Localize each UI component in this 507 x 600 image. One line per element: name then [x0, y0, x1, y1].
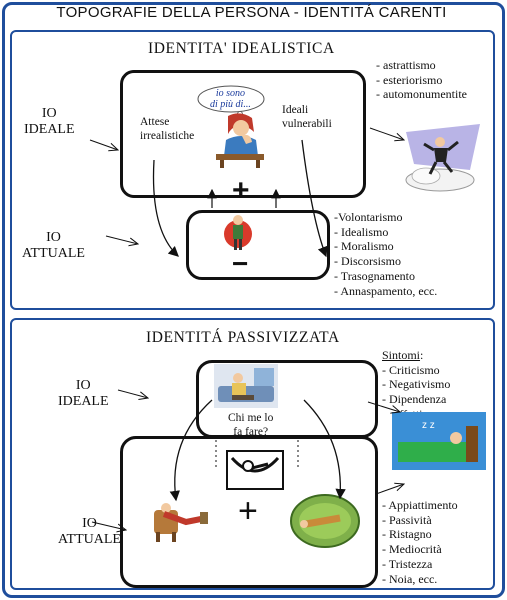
list-item: - esteriorismo — [376, 72, 443, 87]
io-attuale-line2: ATTUALE — [58, 532, 121, 548]
curve-right-bottom — [303, 399, 346, 500]
man-on-cloud-image — [400, 118, 486, 196]
io-ideale-line1: IO — [75, 378, 91, 393]
to-cloud-arrow — [369, 127, 404, 140]
list-item: -Volontarismo — [334, 210, 403, 224]
io-attuale-label-bottom: IO ATTUALE — [58, 516, 121, 548]
io-ideale-line2: IDEALE — [24, 122, 75, 138]
man-on-sofa-image — [214, 364, 278, 408]
plus-sign-bottom: + — [238, 492, 258, 530]
panel-identita-idealistica — [10, 30, 495, 310]
curve-left-bottom — [169, 399, 213, 502]
to-bed-arrow — [367, 401, 400, 412]
main-title: TOPOGRAFIE DELLA PERSONA - IDENTITÁ CARE… — [56, 4, 447, 21]
list-item: - Mediocrità — [382, 542, 442, 557]
curve-left-top — [152, 159, 179, 257]
list-item: - Negativismo — [382, 377, 451, 392]
io-attuale-line1: IO — [82, 516, 97, 531]
io-attuale-line1: IO — [46, 230, 61, 245]
curve-right-top — [301, 139, 328, 258]
io-ideale-line2: IDEALE — [58, 394, 109, 410]
list-item: - Passività — [382, 512, 432, 527]
idealistica-symptom-list: - astrattismo - esteriorismo - automonum… — [376, 58, 467, 102]
io-ideale-label-bottom: IO IDEALE — [58, 378, 109, 410]
list-item: - Ristagno — [382, 527, 432, 542]
list-item: - Dipendenza — [382, 392, 447, 407]
attese-label: Attese irrealistiche — [140, 116, 194, 144]
to-list-arrow — [375, 484, 404, 495]
io-ideale-line1: IO — [41, 106, 57, 121]
list-item: - Tristezza — [382, 556, 433, 571]
list-item: - Idealismo — [334, 224, 389, 239]
minus-sign-top: − — [232, 248, 249, 279]
io-attuale-line2: ATTUALE — [22, 246, 85, 262]
bubble-line2: di più di... — [210, 98, 251, 110]
ideali-label: Ideali vulnerabili — [282, 104, 332, 132]
sintomi-label: Sintomi — [382, 348, 421, 362]
list-item: - Appiattimento — [382, 498, 458, 512]
boy-image — [220, 212, 256, 252]
list-item: - Discorsismo — [334, 254, 401, 269]
man-in-armchair-image — [150, 496, 212, 544]
ideale-box — [120, 70, 366, 198]
attuale-box — [186, 210, 330, 280]
question-text: Chi me lo fa fare? — [228, 412, 273, 440]
list-item: - astrattismo — [376, 58, 436, 72]
list-item: - Trasognamento — [334, 268, 415, 283]
passivizzata-attuale-list: - Appiattimento - Passività - Ristagno -… — [382, 498, 458, 586]
io-ideale-arrow-top — [89, 139, 118, 150]
idealistica-attuale-list: -Volontarismo - Idealismo - Moralismo - … — [334, 210, 437, 298]
sintomi-colon: : — [420, 348, 424, 362]
sleeping-in-bed-image: z z — [392, 412, 486, 470]
ideali-line1: Ideali — [282, 104, 309, 116]
section-title-passivizzata: IDENTITÁ PASSIVIZZATA — [146, 329, 340, 346]
list-item: - Noia, ecc. — [382, 571, 438, 586]
question-line1: Chi me lo — [228, 412, 274, 424]
thought-bubble — [196, 84, 266, 118]
plus-sign-top: + — [232, 174, 250, 207]
bubble-text: io sono di più di... — [210, 88, 251, 110]
hammock-image — [226, 450, 284, 490]
sintomi-list: Sintomi: - Criticismo - Negativismo - Di… — [382, 348, 450, 422]
list-item: - automonumentite — [376, 87, 467, 102]
sintomi-heading: Sintomi: — [382, 348, 450, 363]
woman-thinking-image — [212, 112, 268, 168]
io-attuale-arrow-top — [105, 235, 138, 244]
passive-attuale-box — [120, 436, 378, 588]
io-ideale-arrow-bottom — [117, 389, 148, 398]
section-title-idealistica: IDENTITA' IDEALISTICA — [148, 40, 335, 57]
io-ideale-label-top: IO IDEALE — [24, 106, 75, 138]
bubble-line1: io sono — [215, 88, 245, 99]
io-attuale-label-top: IO ATTUALE — [22, 230, 85, 262]
list-item: - Criticismo — [382, 362, 440, 377]
ideali-line2: vulnerabili — [282, 117, 332, 130]
attese-line1: Attese — [140, 116, 170, 128]
attese-line2: irrealistiche — [140, 129, 195, 142]
list-item: - Annaspamento, ecc. — [334, 283, 438, 298]
question-line2: fa fare? — [233, 425, 269, 438]
person-in-nature-image — [290, 494, 360, 548]
io-attuale-arrow-bottom — [91, 521, 126, 530]
svg-text:z z: z z — [422, 420, 435, 431]
list-item: - Moralismo — [334, 239, 394, 254]
